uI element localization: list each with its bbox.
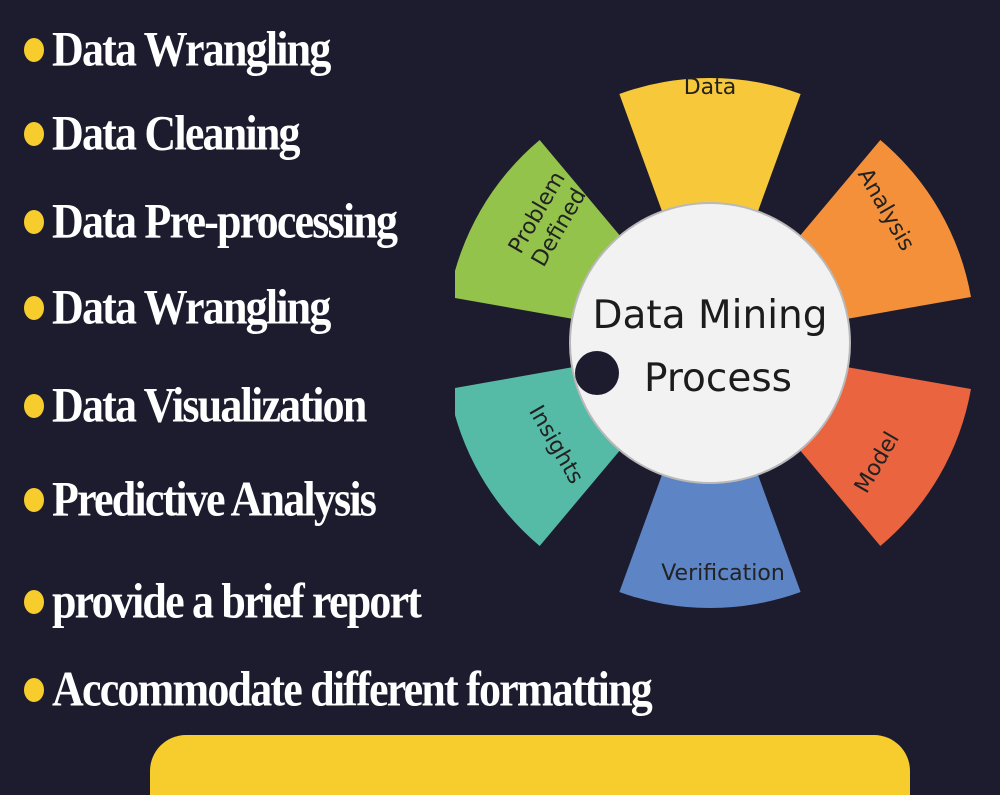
- bullet-dot-icon: [24, 296, 44, 320]
- center-circle: [569, 202, 851, 484]
- label-data: Data: [684, 75, 737, 100]
- bullet-item: Data Cleaning: [24, 106, 301, 161]
- bullet-dot-icon: [24, 678, 44, 702]
- segment-problem-defined: [455, 139, 621, 319]
- center-title-line1: Data Mining: [592, 293, 827, 338]
- bullet-dot-icon: [24, 122, 44, 146]
- bullet-item: Data Wrangling: [24, 22, 331, 77]
- bullet-dot-icon: [24, 38, 44, 62]
- bullet-item: Data Wrangling: [24, 280, 331, 335]
- bullet-text: Data Wrangling: [52, 280, 331, 335]
- bullet-text: Data Wrangling: [52, 22, 331, 77]
- bullet-text: Predictive Analysis: [52, 472, 377, 527]
- bullet-dot-icon: [24, 590, 44, 614]
- bullet-item: provide a brief report: [24, 574, 422, 629]
- data-mining-process-diagram: Data Mining Process Data Analysis Model …: [455, 18, 995, 668]
- bullet-text: Data Pre-processing: [52, 194, 398, 249]
- process-wheel: Data Mining Process Data Analysis Model …: [455, 75, 971, 608]
- bullet-dot-icon: [24, 488, 44, 512]
- label-verification: Verification: [661, 561, 785, 586]
- segment-verification: [619, 474, 801, 608]
- segment-analysis: [799, 139, 971, 319]
- segment-data: [619, 78, 801, 212]
- bullet-text: Data Cleaning: [52, 106, 301, 161]
- bullet-item: Predictive Analysis: [24, 472, 377, 527]
- segment-insights: [455, 367, 621, 547]
- bullet-dot-icon: [24, 394, 44, 418]
- bullet-item: Accommodate different formatting: [24, 662, 653, 717]
- bullet-list: Data Wrangling Data Cleaning Data Pre-pr…: [24, 22, 653, 717]
- bullet-text: Accommodate different formatting: [52, 662, 653, 717]
- bullet-text: Data Visualization: [52, 378, 367, 433]
- bottom-banner: [150, 735, 910, 795]
- bullet-text: provide a brief report: [52, 574, 422, 629]
- bullet-item: Data Pre-processing: [24, 194, 398, 249]
- bullet-dot-icon: [24, 210, 44, 234]
- center-title-line2: Process: [644, 356, 792, 401]
- left-notch-icon: [575, 351, 619, 395]
- segment-model: [799, 367, 971, 547]
- bullet-item: Data Visualization: [24, 378, 367, 433]
